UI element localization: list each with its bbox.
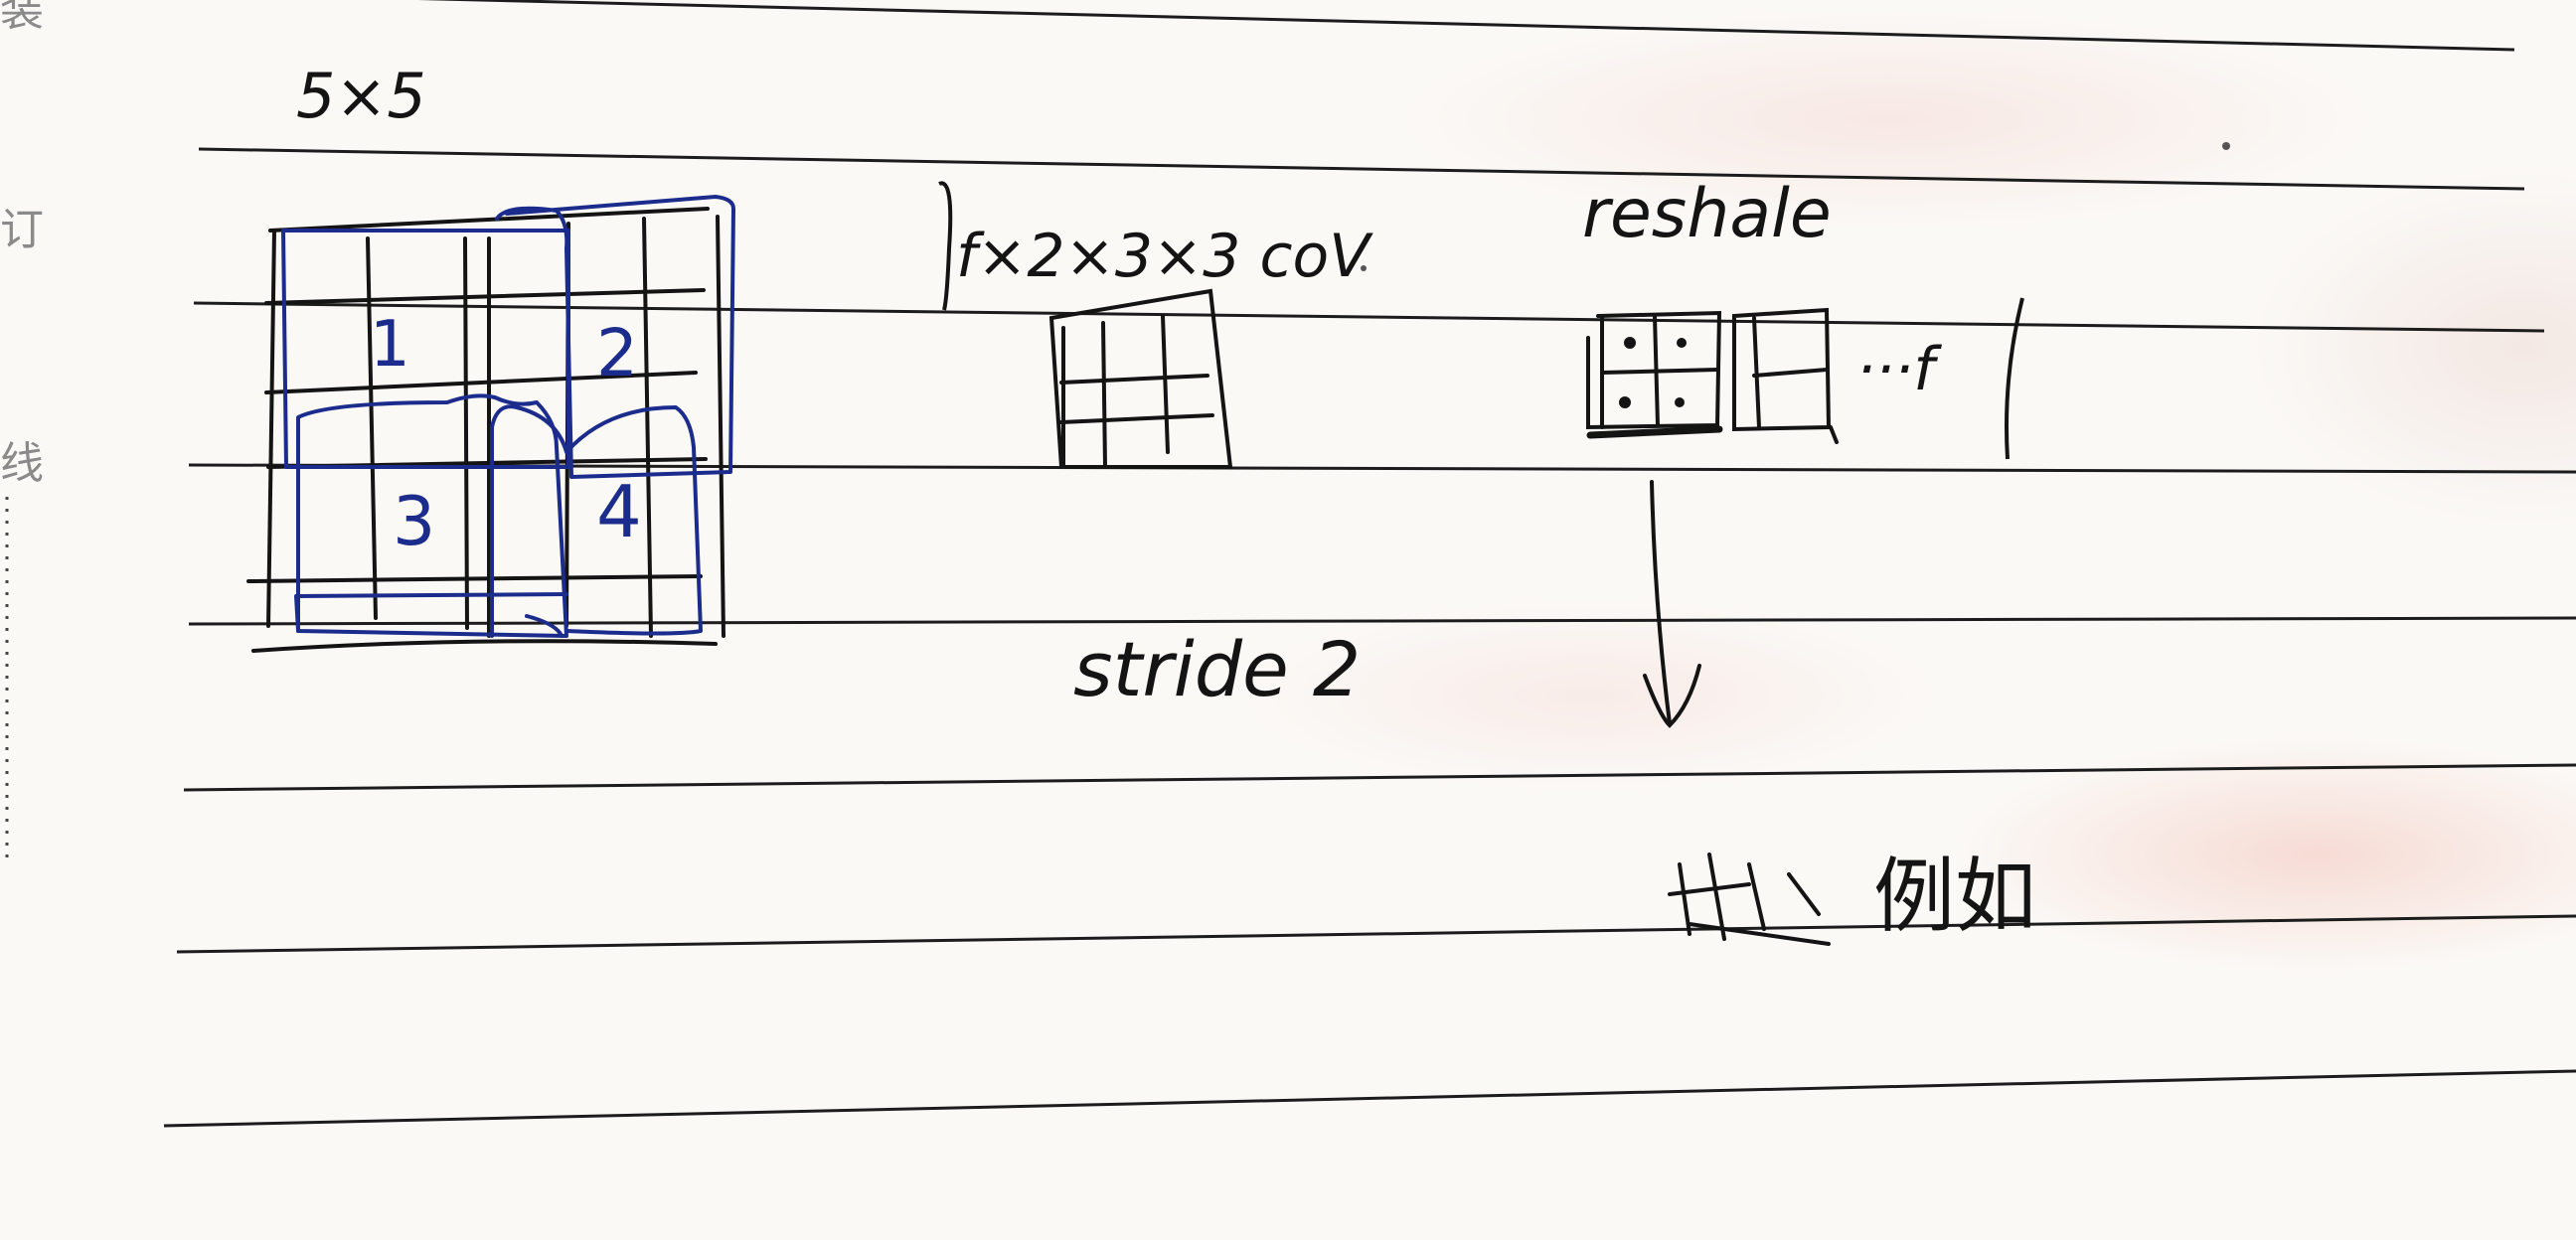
scribble-stroke: [1707, 852, 1726, 941]
paper-speck: [1361, 265, 1367, 271]
block-dots: [1619, 337, 1687, 408]
paper-speck: [2222, 142, 2230, 150]
dot: [1624, 337, 1636, 349]
region-label-1: 1: [370, 308, 410, 382]
grid-line: [366, 236, 378, 620]
ellipsis-f-label: ···f: [1856, 335, 1942, 404]
grid-line: [264, 288, 706, 305]
filter-spec-label: f×2×3×3 coV: [956, 222, 1373, 291]
rule-line: [188, 463, 2576, 474]
down-arrow-icon: [1643, 480, 1701, 728]
scribble-stroke: [1747, 862, 1766, 931]
kernel-line: [1161, 314, 1170, 454]
window-edge: [294, 592, 568, 633]
block-underline: [1586, 425, 1723, 439]
block-line: [1752, 316, 1761, 429]
window-2: [495, 195, 735, 479]
stride-label: stride 2: [1073, 625, 1361, 713]
rule-line: [183, 763, 2576, 792]
margin-char-bottom: 线: [0, 438, 44, 489]
rule-line: [176, 914, 2576, 954]
input-size-label: 5×5: [296, 60, 426, 132]
arrow-shaft: [1650, 480, 1672, 725]
block-line: [1600, 368, 1719, 375]
grid-line: [642, 217, 653, 638]
block-tick: [1829, 425, 1839, 444]
grid-line: [268, 207, 710, 232]
window-edge: [525, 614, 564, 638]
filter-bracket: [938, 181, 953, 311]
grid-line: [716, 215, 725, 638]
kernel-line: [1059, 413, 1214, 424]
region-label-4: 4: [596, 470, 642, 553]
crossed-out-scribble: [1668, 852, 1831, 946]
window-1: [281, 229, 570, 469]
dot: [1675, 397, 1685, 407]
rule-line: [193, 301, 2545, 333]
rule-line: [163, 1069, 2576, 1128]
input-grid-5x5: [246, 207, 725, 653]
grid-line: [264, 371, 698, 394]
reshape-label: reshale: [1582, 175, 1832, 253]
f-stroke: [2005, 297, 2024, 460]
grid-line: [251, 639, 718, 653]
kernel-3x3: [1048, 288, 1233, 469]
kernel-line: [1059, 374, 1209, 385]
grid-line: [463, 236, 469, 630]
ruled-lines: [163, 0, 2576, 1128]
scribble-stroke: [1787, 872, 1821, 916]
scribble-stroke: [1678, 862, 1691, 936]
block-line: [1752, 368, 1829, 378]
stride-windows: [281, 195, 735, 638]
rule-line: [188, 616, 2576, 626]
block-1: [1586, 310, 1722, 430]
grid-line: [266, 229, 276, 628]
rule-line: [417, 0, 2515, 52]
scribble-stroke: [1668, 882, 1751, 896]
scribble-stroke: [1688, 922, 1831, 946]
grid-line: [246, 574, 703, 583]
margin-char-top: 装: [0, 0, 44, 36]
region-label-3: 3: [393, 483, 435, 561]
reshaped-blocks: [1586, 307, 1839, 444]
kernel-line: [1101, 321, 1107, 469]
arrow-head: [1643, 664, 1701, 728]
chinese-note: 例如: [1873, 850, 2036, 944]
dot: [1619, 396, 1631, 408]
rule-line: [198, 147, 2525, 191]
dot: [1677, 338, 1687, 348]
region-label-2: 2: [596, 315, 638, 391]
window-4: [490, 404, 703, 638]
window-3: [296, 393, 568, 638]
margin-char-middle: 订: [0, 205, 44, 255]
kernel-outline: [1048, 288, 1233, 469]
